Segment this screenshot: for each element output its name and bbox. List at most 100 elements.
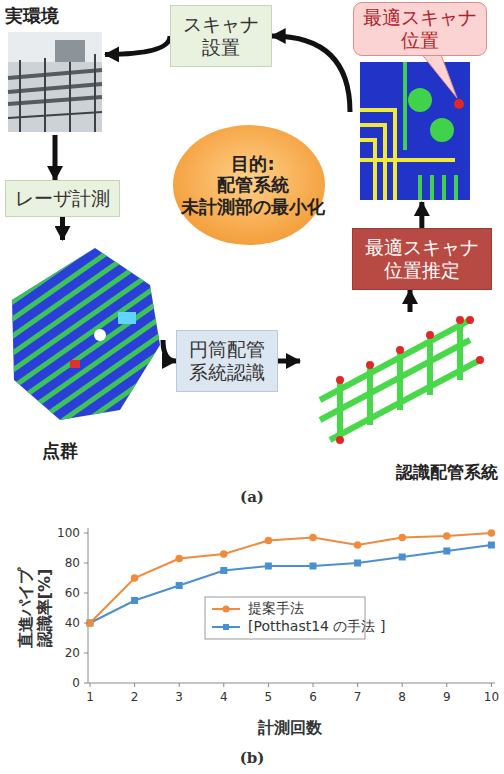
photo-tank (55, 40, 85, 62)
data-marker (398, 534, 406, 542)
flow-arrow (419, 202, 424, 228)
tick-mark (84, 563, 88, 564)
data-line (90, 533, 491, 623)
data-marker (399, 554, 406, 561)
node-text: 目的: (231, 153, 274, 175)
data-marker (265, 563, 272, 570)
data-marker (131, 574, 139, 582)
cloud-point (70, 360, 80, 368)
legend-text: [Potthast14 の手法 ] (248, 618, 385, 636)
process-box: スキャナ 設置 (170, 5, 272, 67)
data-marker (354, 560, 361, 567)
tick-mark (357, 683, 358, 687)
data-marker (220, 567, 227, 574)
photo-railing (8, 54, 102, 132)
flow-arrow (272, 36, 350, 112)
legend-sample (223, 624, 229, 630)
tick-mark (268, 683, 269, 687)
node-text: 認識配管系統 (396, 462, 500, 482)
data-marker (175, 555, 183, 563)
scanner-position (430, 118, 454, 142)
scanner-map (360, 52, 470, 200)
tick-mark (90, 683, 91, 687)
tick-mark (134, 683, 135, 687)
tick-label: 9 (443, 690, 451, 704)
data-marker (309, 534, 317, 542)
tick-label: 60 (65, 586, 80, 600)
data-marker (443, 532, 451, 540)
tick-mark (446, 683, 447, 687)
image-node: 最適スキャナ 位置 (350, 2, 490, 202)
node-text: スキャナ 設置 (180, 13, 262, 59)
axis-title: 計測回数 (258, 718, 322, 739)
data-marker (176, 582, 183, 589)
cloud-body (12, 248, 160, 420)
node-text: 最適スキャナ 位置推定 (362, 236, 482, 282)
tick-mark (179, 683, 180, 687)
legend-text: 提案手法 (248, 600, 304, 618)
flow-arrow (278, 359, 300, 364)
tick-label: 20 (65, 646, 80, 660)
data-marker (488, 542, 495, 549)
flow-arrow (163, 340, 176, 361)
tick-mark (84, 593, 88, 594)
tick-mark (402, 683, 403, 687)
cloud-point (118, 312, 136, 324)
tick-mark (84, 683, 88, 684)
tick-label: 6 (309, 690, 317, 704)
chart-series (84, 529, 495, 687)
cloud-point (94, 329, 106, 341)
tick-mark (491, 683, 492, 687)
tick-label: 10 (484, 690, 499, 704)
callout-text: 最適スキャナ 位置 (353, 2, 487, 56)
node-text: 実環境 (5, 5, 59, 27)
data-marker (443, 548, 450, 555)
photo-pipes (8, 70, 102, 104)
scanner-position (408, 88, 432, 112)
tick-label: 80 (65, 556, 80, 570)
process-box: 最適スキャナ 位置推定 (352, 228, 492, 290)
map-ground (360, 62, 470, 200)
data-marker (354, 541, 362, 549)
tick-label: 3 (175, 690, 183, 704)
process-box: レーザ計測 (5, 180, 120, 217)
data-marker (488, 529, 496, 537)
tick-label: 2 (131, 690, 139, 704)
tick-mark (84, 653, 88, 654)
image-node: 点群 (8, 240, 163, 462)
map-pipes (360, 110, 455, 200)
tick-mark (84, 623, 88, 624)
photo-ceiling (8, 32, 102, 62)
tick-mark (223, 683, 224, 687)
axis-title: 直進パイプ 認識率[%] (16, 565, 54, 651)
chart-axes (88, 528, 495, 683)
flow-arrow (53, 135, 58, 180)
data-marker (310, 563, 317, 570)
tick-label: 8 (398, 690, 406, 704)
recognized-endpoints (336, 316, 484, 444)
tick-mark (84, 533, 88, 534)
objective-ellipse-node: 目的:配管系統 未計測部の最小化 (173, 125, 333, 245)
tick-label: 40 (65, 616, 80, 630)
data-line (90, 545, 491, 623)
node-text: 円筒配管 系統認識 (186, 338, 268, 384)
tick-label: 7 (354, 690, 362, 704)
tick-label: 4 (220, 690, 228, 704)
data-marker (265, 537, 273, 545)
flow-arrow (105, 36, 170, 54)
flow-arrow (408, 290, 413, 312)
data-marker (220, 550, 228, 558)
tick-label: 5 (265, 690, 273, 704)
node-text: レーザ計測 (15, 187, 110, 210)
panel-label: (b) (240, 749, 265, 767)
tick-label: 0 (72, 676, 80, 690)
image-node: 実環境 (5, 5, 105, 135)
panel-label: (a) (240, 488, 264, 506)
node-text: 配管系統 未計測部の最小化 (179, 174, 327, 217)
legend-sample (223, 606, 230, 613)
cloud-pipes (12, 248, 160, 420)
recognized-pipes (320, 320, 480, 440)
node-text: 点群 (42, 440, 78, 462)
data-marker (131, 597, 138, 604)
